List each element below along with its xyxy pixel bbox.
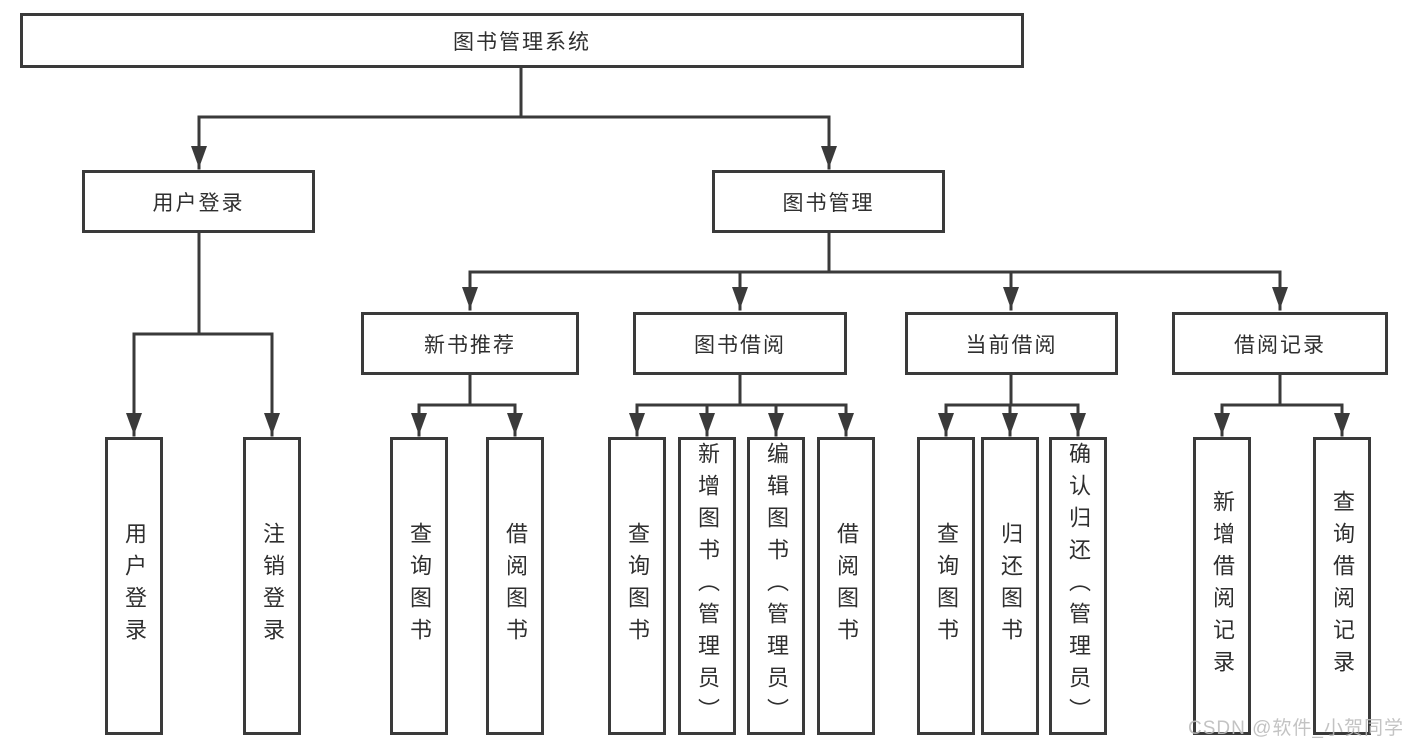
leaf-br-query-record: 查询借阅记录 bbox=[1313, 437, 1371, 735]
leaf-br-add-record-label: 新增借阅记录 bbox=[1210, 490, 1235, 682]
leaf-nb-query-books: 查询图书 bbox=[390, 437, 448, 735]
node-new-book-recommend: 新书推荐 bbox=[361, 312, 579, 375]
leaf-br-query-record-label: 查询借阅记录 bbox=[1330, 490, 1355, 682]
leaf-bb-edit-books-admin: 编辑图书（管理员） bbox=[747, 437, 805, 735]
node-user-login: 用户登录 bbox=[82, 170, 315, 233]
leaf-logout-login: 注销登录 bbox=[243, 437, 301, 735]
node-new-book-recommend-label: 新书推荐 bbox=[424, 333, 516, 357]
node-book-borrow: 图书借阅 bbox=[633, 312, 847, 375]
leaf-br-add-record: 新增借阅记录 bbox=[1193, 437, 1251, 735]
leaf-bb-add-books-admin: 新增图书（管理员） bbox=[678, 437, 736, 735]
leaf-nb-query-books-label: 查询图书 bbox=[407, 522, 432, 650]
leaf-user-login-label: 用户登录 bbox=[122, 522, 147, 650]
leaf-cb-confirm-return-admin: 确认归还（管理员） bbox=[1049, 437, 1107, 735]
leaf-bb-edit-books-admin-label: 编辑图书（管理员） bbox=[764, 442, 789, 730]
leaf-bb-borrow-books: 借阅图书 bbox=[817, 437, 875, 735]
node-book-borrow-label: 图书借阅 bbox=[694, 333, 786, 357]
node-borrow-records: 借阅记录 bbox=[1172, 312, 1388, 375]
node-borrow-records-label: 借阅记录 bbox=[1234, 333, 1326, 357]
leaf-cb-query-books-label: 查询图书 bbox=[934, 522, 959, 650]
leaf-logout-login-label: 注销登录 bbox=[260, 522, 285, 650]
leaf-bb-add-books-admin-label: 新增图书（管理员） bbox=[695, 442, 720, 730]
node-current-borrow: 当前借阅 bbox=[905, 312, 1118, 375]
leaf-user-login: 用户登录 bbox=[105, 437, 163, 735]
leaf-cb-query-books: 查询图书 bbox=[917, 437, 975, 735]
csdn-watermark: CSDN @软件_小贺同学 bbox=[1188, 718, 1404, 739]
leaf-nb-borrow-books-label: 借阅图书 bbox=[503, 522, 528, 650]
leaf-bb-query-books: 查询图书 bbox=[608, 437, 666, 735]
leaf-bb-borrow-books-label: 借阅图书 bbox=[834, 522, 859, 650]
node-current-borrow-label: 当前借阅 bbox=[965, 333, 1058, 357]
node-root: 图书管理系统 bbox=[20, 13, 1024, 68]
node-book-management: 图书管理 bbox=[712, 170, 945, 233]
leaf-cb-return-books-label: 归还图书 bbox=[998, 522, 1023, 650]
node-book-management-label: 图书管理 bbox=[782, 191, 875, 215]
leaf-cb-return-books: 归还图书 bbox=[981, 437, 1039, 735]
leaf-bb-query-books-label: 查询图书 bbox=[625, 522, 650, 650]
leaf-nb-borrow-books: 借阅图书 bbox=[486, 437, 544, 735]
leaf-cb-confirm-return-admin-label: 确认归还（管理员） bbox=[1066, 442, 1091, 730]
node-user-login-label: 用户登录 bbox=[152, 191, 245, 215]
node-root-label: 图书管理系统 bbox=[453, 30, 591, 54]
